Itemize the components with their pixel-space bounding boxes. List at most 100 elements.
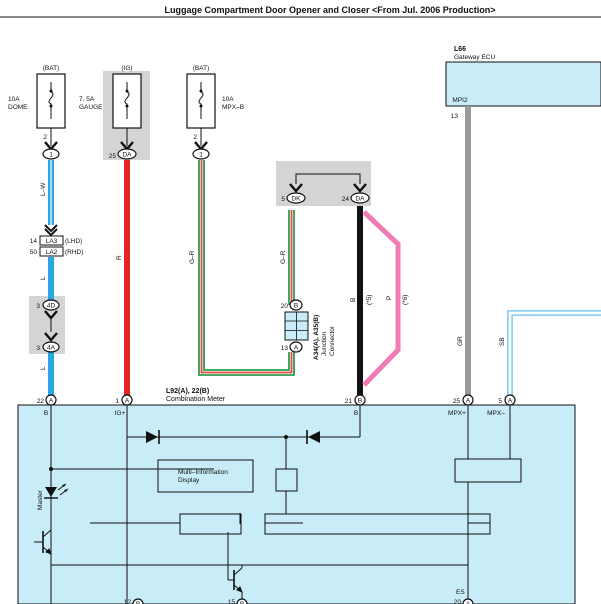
meter-pin-25: A 25 MPX+ bbox=[448, 394, 474, 417]
meter-bottom-pin-12-num: 12 bbox=[124, 599, 132, 604]
meter-pin-1-term: IG+ bbox=[115, 410, 126, 417]
wire-label-p-note: (*6) bbox=[402, 295, 409, 305]
meter-ic-right bbox=[454, 458, 522, 483]
conn-mpxb-ellipse bbox=[192, 148, 210, 160]
gauge-fuse-dot-top bbox=[125, 89, 129, 93]
inline-la-connector: LA3 LA2 14 50 (LHD) (RHD) bbox=[30, 224, 83, 257]
conn-gauge-label: DA bbox=[122, 152, 132, 159]
meter-bottom-pin-15-conn: B bbox=[240, 601, 244, 604]
la3-label: LA3 bbox=[46, 238, 58, 245]
meter-small-box bbox=[275, 468, 298, 492]
meter-pin-21-conn: B bbox=[358, 398, 362, 405]
meter-bottom-pin-15-circle bbox=[236, 598, 248, 604]
mpxb-amp: 10A bbox=[222, 96, 234, 103]
junction-a-pin: 13 bbox=[281, 345, 289, 352]
junction-b-ellipse bbox=[289, 299, 303, 311]
meter-pin-5-num: 5 bbox=[498, 398, 502, 405]
meter-pin-5: A 5 MPX– bbox=[487, 394, 516, 417]
conn-4d-ellipse bbox=[42, 299, 60, 311]
wire-label-gr1: G–R bbox=[189, 250, 196, 264]
meter-pin-25-conn: A bbox=[466, 398, 471, 405]
wire-label-gr2: G–R bbox=[280, 250, 287, 264]
meter-bottom-pin-20-num: 20 bbox=[454, 599, 462, 604]
meter-pin-22-num: 22 bbox=[37, 398, 45, 405]
dome-fuse-dot-top bbox=[49, 89, 53, 93]
conn-da-junction-label: DA bbox=[355, 196, 365, 203]
junction-a-label: A bbox=[294, 345, 299, 352]
gauge-pin: 25 bbox=[109, 153, 117, 160]
junction-dot bbox=[284, 435, 288, 439]
conn-4a-pin: 3 bbox=[36, 345, 40, 352]
junction-connector: B 20 A 13 A34(A), A35(B) Junction Connec… bbox=[281, 299, 336, 360]
junction-b-pin: 20 bbox=[281, 303, 289, 310]
meter-name: Combination Meter bbox=[166, 396, 226, 403]
conn-dk-ellipse bbox=[286, 192, 306, 204]
meter-ic-left bbox=[179, 513, 242, 535]
meter-pin-25-term: MPX+ bbox=[448, 410, 466, 417]
dome-source: (BAT) bbox=[43, 65, 60, 72]
inline-4-connector: 4D 3 4A 3 bbox=[36, 299, 60, 353]
la2-label: LA2 bbox=[46, 249, 58, 256]
meter-bottom-pin-12-circle bbox=[132, 598, 144, 604]
conn-da-junction: DA 24 bbox=[342, 183, 370, 204]
dome-fuse-dot-bot bbox=[49, 104, 53, 108]
multi-info-display bbox=[157, 459, 254, 493]
conn-gauge-ellipse bbox=[117, 148, 137, 160]
junction-code: A34(A), A35(B) bbox=[313, 315, 320, 360]
meter-code: L92(A), 22(B) bbox=[166, 388, 209, 395]
conn-dome-ellipse bbox=[42, 148, 60, 160]
junction-top-link bbox=[295, 173, 361, 184]
mpxb-fuse-dot-bot bbox=[199, 104, 203, 108]
chevron-icon bbox=[44, 332, 58, 342]
meter-pin-5-conn: A bbox=[508, 398, 513, 405]
chevron-icon bbox=[44, 228, 58, 237]
chevron-icon bbox=[44, 224, 58, 233]
gauge-name: GAUGE bbox=[79, 104, 103, 111]
wire-label-b: B bbox=[350, 298, 357, 302]
meter-internal-wiring bbox=[50, 405, 511, 604]
meter-bottom-pin-15-num: 15 bbox=[228, 599, 236, 604]
conn-4a-ellipse bbox=[42, 341, 60, 353]
meter-bottom-pin-20-circle bbox=[462, 598, 474, 604]
gateway-pin: 13 bbox=[451, 113, 459, 120]
meter-pin-21-term: B bbox=[354, 410, 358, 417]
meter-pin-1-conn: A bbox=[125, 398, 130, 405]
junction-b-label: B bbox=[294, 303, 298, 310]
meter-bottom-pin-20: A 20 bbox=[454, 598, 474, 604]
conn-4d-label: 4D bbox=[47, 303, 56, 310]
gateway-ecu-box bbox=[445, 61, 601, 107]
diode-left-icon bbox=[146, 430, 160, 444]
mpxb-pin: 2 bbox=[193, 134, 197, 141]
wire-label-p: P bbox=[386, 296, 393, 300]
wire-sb bbox=[507, 310, 601, 395]
conn-dk-pin: 5 bbox=[281, 196, 285, 203]
meter-pin-22-conn: A bbox=[49, 398, 54, 405]
meter-bottom-pin-12-conn: B bbox=[136, 601, 140, 604]
meter-ic-bus bbox=[264, 513, 491, 535]
conn-gauge: DA bbox=[117, 141, 137, 160]
conn-dk-label: DK bbox=[291, 196, 301, 203]
es-label: ES bbox=[456, 589, 465, 596]
wire-label-lw: L–W bbox=[40, 182, 47, 196]
transistor-left-icon bbox=[34, 520, 52, 560]
wire-label-b-note: (*5) bbox=[366, 295, 373, 305]
mpxb-fuse-dot-top bbox=[199, 89, 203, 93]
la3-note: (LHD) bbox=[65, 238, 82, 245]
conn-dome: 1 bbox=[42, 141, 60, 160]
la2-box bbox=[39, 246, 64, 257]
chevron-icon bbox=[353, 183, 367, 193]
meter-pin-1-num: 1 bbox=[115, 398, 119, 405]
dome-pin: 2 bbox=[43, 134, 47, 141]
junction-name1: Junction bbox=[321, 331, 328, 356]
chevron-icon bbox=[289, 183, 303, 193]
junction-dot bbox=[49, 467, 53, 471]
meter-pin-22-term: B bbox=[44, 410, 48, 417]
wire-sb-inner bbox=[508, 311, 601, 395]
gateway-code: L66 bbox=[454, 46, 466, 53]
gauge-source: (IG) bbox=[121, 65, 132, 72]
la3-pin: 14 bbox=[30, 238, 38, 245]
combination-meter-box bbox=[17, 404, 576, 604]
conn-4a-label: 4A bbox=[47, 345, 56, 352]
junction-name2: Connector bbox=[329, 325, 336, 356]
